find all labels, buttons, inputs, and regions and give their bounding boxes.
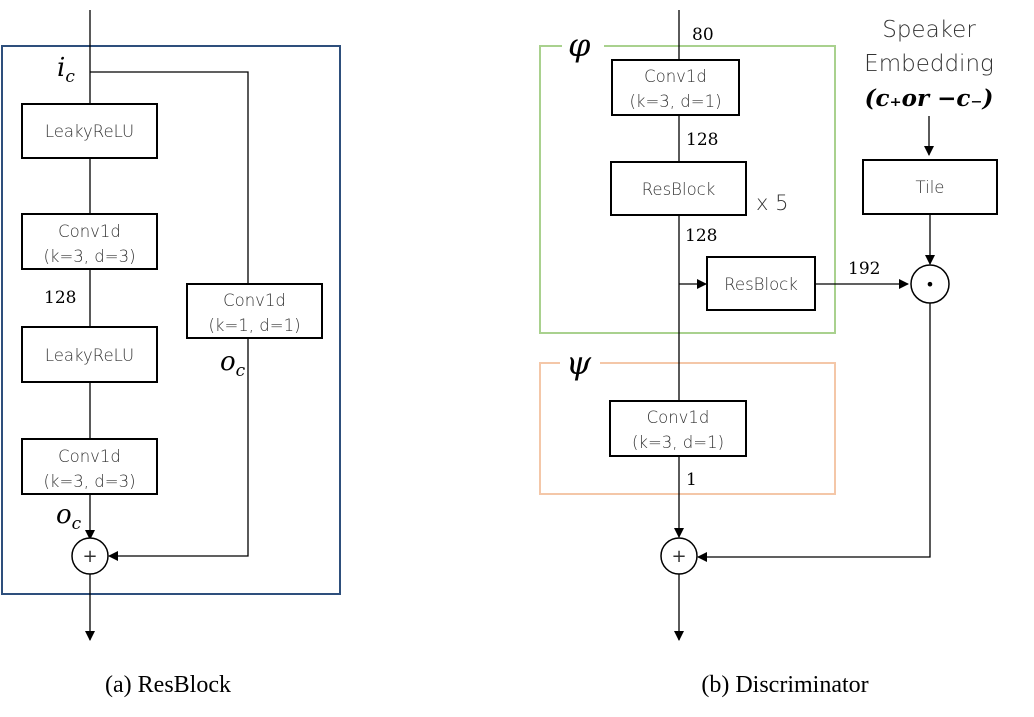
skip-output-symbol: oc [220, 347, 246, 381]
speaker-label-2: Embedding [864, 51, 994, 77]
arrow-product-to-sum [697, 303, 931, 562]
conv1d-a-params: (k=3, d=1) [629, 92, 721, 111]
conv1d-a-title: Conv1d [644, 67, 707, 86]
proj-dim-label: 192 [848, 259, 880, 279]
discriminator-caption: (b) Discriminator [701, 672, 868, 698]
leakyrelu-label-2: LeakyReLU [45, 346, 134, 365]
plus-icon: + [671, 546, 686, 567]
psi-label: ψ [566, 344, 592, 382]
resblock-frame [1, 45, 341, 595]
mid-dim-label: 128 [44, 288, 76, 308]
phi-frame [539, 45, 836, 334]
speaker-formula: (c₊or −c₋) [865, 85, 994, 112]
conv1d-block-a [611, 59, 740, 116]
output-dim-label: 1 [686, 470, 697, 490]
conv1d-block-b [609, 400, 747, 457]
arrow-skip-to-sum [108, 338, 249, 561]
conv1d-b-params: (k=3, d=1) [632, 433, 724, 452]
sum-node [71, 537, 109, 575]
leakyrelu-block-1 [21, 103, 158, 159]
psi-notch [560, 352, 600, 374]
output-symbol: oc [56, 500, 82, 534]
repeat-label: x 5 [756, 191, 788, 215]
discriminator-panel: φ ψ 80 Conv1d (k=3, d=1) 128 ResBlock x … [539, 10, 998, 698]
wire-skip [90, 71, 249, 284]
leakyrelu-label-1: LeakyReLU [45, 122, 134, 141]
tile-label: Tile [916, 178, 945, 197]
plus-icon: + [82, 546, 97, 567]
conv1d-skip-params: (k=1, d=1) [208, 316, 300, 335]
conv1d-b-title: Conv1d [647, 408, 710, 427]
leakyrelu-block-2 [21, 326, 158, 383]
conv1d-title-2: Conv1d [58, 447, 121, 466]
input-symbol: ic [57, 53, 75, 87]
dim-after-stack: 128 [685, 226, 717, 246]
resblock-stack-label: ResBlock [642, 180, 716, 199]
dim-after-conv-a: 128 [686, 130, 718, 150]
conv1d-params-2: (k=3, d=3) [43, 472, 135, 491]
conv1d-title-1: Conv1d [58, 222, 121, 241]
conv1d-block-1 [21, 213, 158, 270]
conv1d-block-2 [21, 438, 158, 495]
conv1d-skip-block [186, 283, 323, 339]
input-dim-label: 80 [692, 25, 714, 45]
sum-node [660, 537, 698, 575]
dot-icon: • [925, 275, 934, 294]
conv1d-params-1: (k=3, d=3) [43, 247, 135, 266]
resblock-panel: ic LeakyReLU Conv1d (k=3, d=3) 128 Leaky… [1, 10, 341, 698]
resblock-single-label: ResBlock [724, 275, 798, 294]
conv1d-skip-title: Conv1d [223, 291, 286, 310]
phi-label: φ [568, 26, 591, 64]
tile-block [862, 159, 998, 215]
phi-notch [562, 36, 604, 58]
speaker-label-1: Speaker [882, 17, 976, 43]
resblock-stack-block [610, 161, 747, 216]
resblock-caption: (a) ResBlock [105, 672, 231, 698]
psi-frame [539, 362, 836, 495]
